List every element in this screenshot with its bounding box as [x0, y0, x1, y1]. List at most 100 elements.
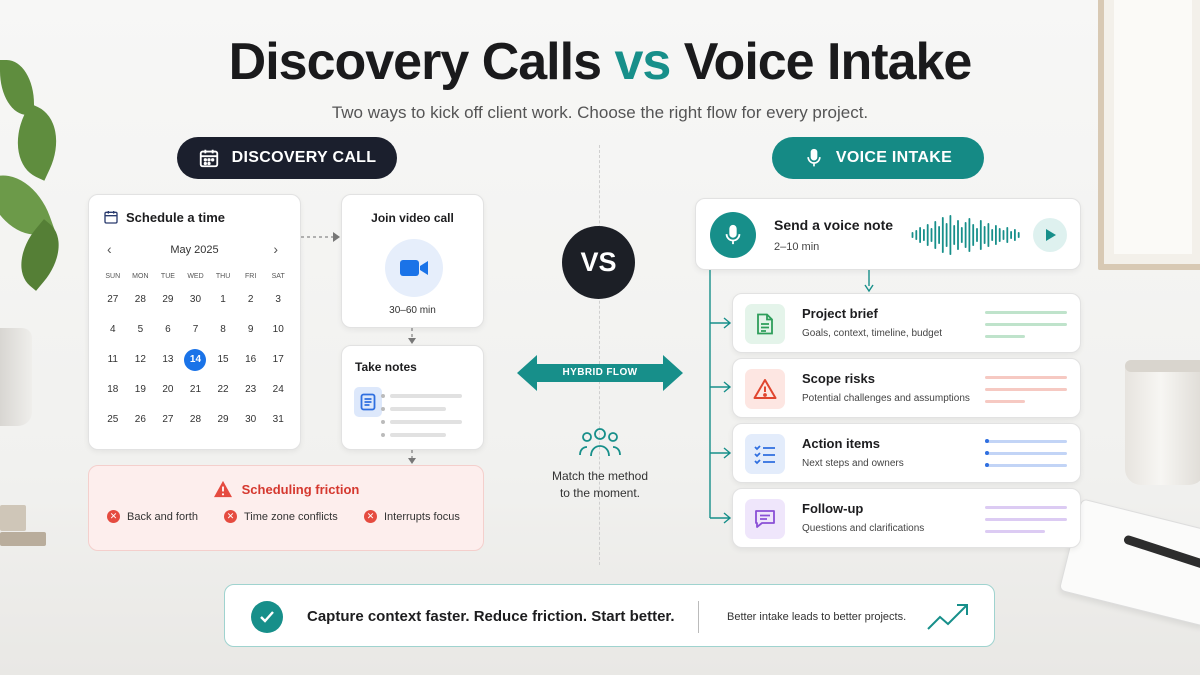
calendar-day[interactable]: 27 — [107, 294, 119, 305]
output-title: Scope risks — [802, 371, 875, 386]
output-desc: Goals, context, timeline, budget — [802, 328, 943, 339]
calendar-day[interactable]: 19 — [134, 384, 146, 395]
calendar-day[interactable]: 3 — [275, 294, 281, 305]
video-call-card: Join video call 30–60 min — [341, 194, 484, 328]
calendar-day[interactable]: 29 — [162, 294, 174, 305]
waveform-bar — [972, 224, 975, 246]
calendar-day[interactable]: 28 — [189, 414, 202, 425]
video-call-duration: 30–60 min — [389, 305, 436, 316]
output-card-follow-up: Follow-up Questions and clarifications — [732, 488, 1081, 548]
voice-intake-label: VOICE INTAKE — [835, 149, 953, 166]
calendar-day[interactable]: 10 — [272, 324, 284, 335]
calendar-day[interactable]: 30 — [245, 414, 257, 425]
hybrid-flow-label: HYBRID FLOW — [562, 367, 638, 378]
play-icon — [1046, 229, 1056, 241]
output-desc: Questions and clarifications — [802, 523, 925, 534]
calendar-day[interactable]: 4 — [110, 324, 116, 335]
calendar-day[interactable]: 7 — [192, 324, 199, 335]
wall-frame-decor — [1098, 0, 1200, 270]
book-decor — [0, 532, 46, 546]
calendar-day[interactable]: 18 — [107, 384, 119, 395]
calendar-day[interactable]: 12 — [134, 354, 146, 365]
calendar-next-button[interactable]: › — [273, 241, 278, 257]
play-button[interactable] — [1033, 218, 1067, 252]
video-camera-icon — [385, 239, 443, 297]
calendar-day[interactable]: 20 — [162, 384, 174, 395]
waveform-bar — [1002, 230, 1005, 240]
outputs-connector — [709, 270, 732, 524]
bottom-banner: Capture context faster. Reduce friction.… — [224, 584, 995, 647]
weekday-header: TUE — [160, 273, 175, 280]
calendar-day[interactable]: 29 — [217, 414, 229, 425]
calendar-day[interactable]: 27 — [162, 414, 174, 425]
calendar-day[interactable]: 16 — [245, 354, 257, 365]
calendar-day[interactable]: 2 — [247, 294, 254, 305]
discovery-call-label: DISCOVERY CALL — [231, 149, 377, 166]
arrow-to-friction — [408, 450, 416, 464]
calendar-icon — [104, 211, 118, 224]
calendar-icon — [199, 149, 218, 168]
voice-intake-pill: VOICE INTAKE — [772, 137, 984, 179]
calendar-day[interactable]: 1 — [220, 294, 226, 305]
calendar-day[interactable]: 22 — [217, 384, 229, 395]
waveform-bar — [998, 228, 1001, 242]
calendar-day[interactable]: 5 — [137, 324, 144, 335]
friction-title: Scheduling friction — [89, 480, 483, 498]
book-decor — [0, 505, 26, 531]
mug-decor — [1125, 360, 1200, 485]
waveform-bar — [987, 223, 990, 247]
x-circle-icon: ✕ — [107, 510, 120, 523]
waveform-bar — [995, 225, 997, 245]
calendar-day[interactable]: 31 — [272, 414, 284, 425]
calendar-day[interactable]: 9 — [247, 324, 254, 335]
waveform-bar — [1010, 231, 1012, 239]
weekday-header: SAT — [271, 273, 285, 280]
output-title: Follow-up — [802, 501, 864, 516]
waveform-bar — [1006, 227, 1009, 243]
waveform-bar — [930, 228, 933, 242]
calendar-heading: Schedule a time — [103, 209, 225, 225]
calendar-day[interactable]: 6 — [165, 324, 171, 335]
calendar-day[interactable]: 21 — [189, 384, 202, 395]
waveform-bar — [915, 230, 918, 240]
waveform-bar — [953, 225, 956, 245]
waveform-bar — [979, 220, 982, 250]
friction-item: ✕Back and forth — [107, 510, 198, 523]
hybrid-flow-arrow: HYBRID FLOW — [517, 355, 683, 391]
voice-note-title: Send a voice note — [774, 217, 894, 233]
calendar-day[interactable]: 28 — [134, 294, 146, 305]
waveform-bar — [941, 217, 944, 253]
waveform-bar — [976, 228, 978, 242]
x-circle-icon: ✕ — [224, 510, 237, 523]
calendar-day[interactable]: 14 — [182, 345, 210, 375]
page-title: Discovery Calls vs Voice Intake — [228, 33, 973, 91]
calendar-day[interactable]: 15 — [217, 354, 229, 365]
page-subtitle: Two ways to kick off client work. Choose… — [331, 103, 869, 122]
weekday-header: SUN — [105, 273, 121, 280]
voice-note-duration: 2–10 min — [774, 241, 820, 253]
chat-icon — [745, 499, 785, 539]
calendar-day[interactable]: 8 — [220, 324, 226, 335]
output-card-project-brief: Project brief Goals, context, timeline, … — [732, 293, 1081, 353]
calendar-day[interactable]: 30 — [189, 294, 202, 305]
microphone-icon — [807, 148, 821, 167]
calendar-day[interactable]: 25 — [107, 414, 119, 425]
waveform-bar — [964, 222, 967, 248]
calendar-day[interactable]: 23 — [245, 384, 257, 395]
calendar-day[interactable]: 17 — [272, 354, 284, 365]
calendar-prev-button[interactable]: ‹ — [107, 241, 112, 257]
banner-divider — [698, 601, 699, 633]
plant-leaf-decor — [5, 219, 75, 291]
output-title: Project brief — [802, 306, 878, 321]
calendar-day[interactable]: 24 — [272, 384, 284, 395]
warning-icon — [213, 480, 232, 498]
weekday-header: FRI — [244, 273, 257, 280]
waveform-bar — [926, 224, 929, 246]
waveform-bar — [983, 226, 986, 244]
note-line — [381, 433, 446, 437]
waveform-bar — [968, 218, 971, 252]
calendar-day[interactable]: 11 — [107, 354, 118, 365]
calendar-day[interactable]: 13 — [162, 354, 174, 365]
calendar-day[interactable]: 26 — [134, 414, 146, 425]
